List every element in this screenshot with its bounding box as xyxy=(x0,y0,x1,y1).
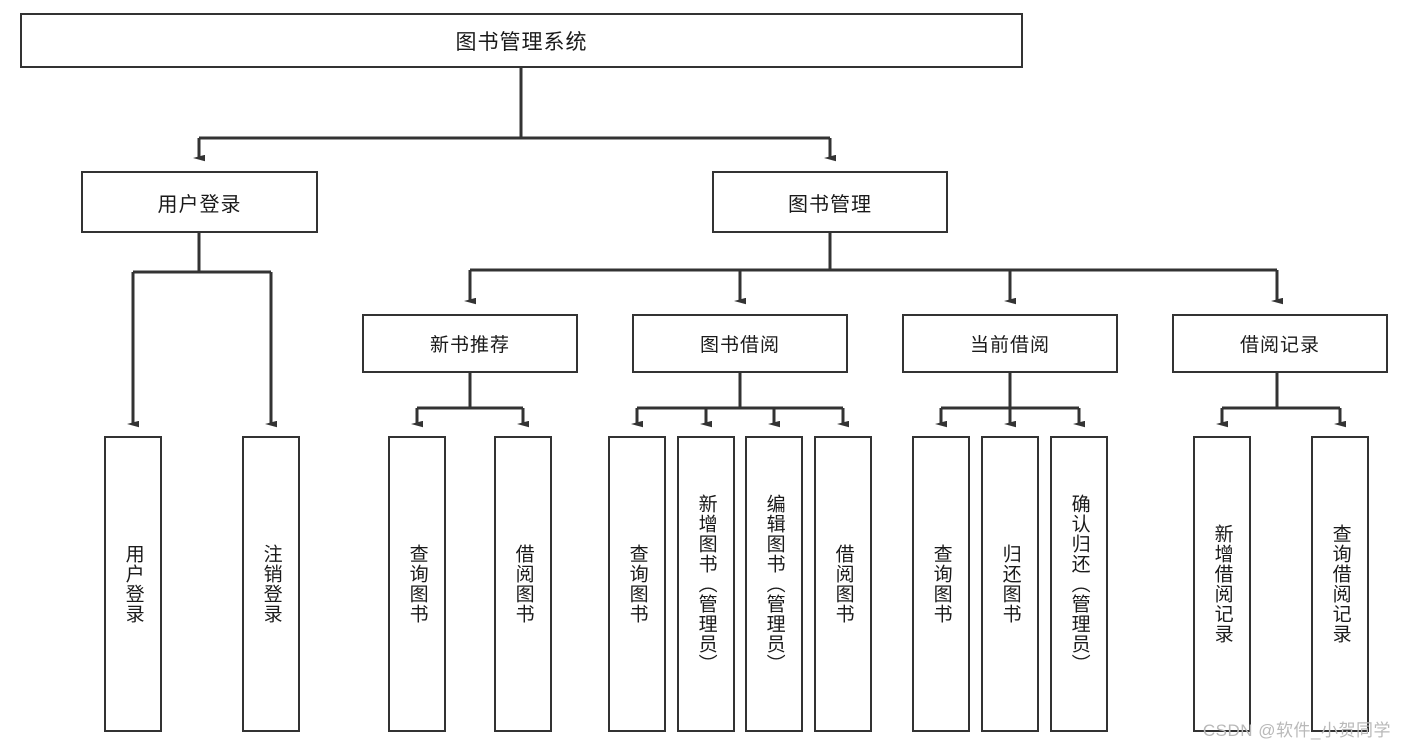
node-label: 查询图书 xyxy=(930,544,952,624)
node-root-book-management-system[interactable]: 图书管理系统 xyxy=(20,13,1023,68)
node-user-login[interactable]: 用户登录 xyxy=(81,171,318,233)
node-label: 注销登录 xyxy=(260,544,282,624)
node-new-book-recommend[interactable]: 新书推荐 xyxy=(362,314,578,373)
node-leaf-return-book[interactable]: 归还图书 xyxy=(981,436,1039,732)
node-leaf-user-login[interactable]: 用户登录 xyxy=(104,436,162,732)
node-label: 图书借阅 xyxy=(699,335,780,356)
node-label: 图书管理 xyxy=(788,193,872,216)
node-leaf-confirm-return[interactable]: 确认归还（管理员） xyxy=(1050,436,1108,732)
node-label: 图书管理系统 xyxy=(455,30,588,54)
node-label: 用户登录 xyxy=(157,193,242,216)
node-leaf-query-book-borrow[interactable]: 查询图书 xyxy=(608,436,666,732)
node-leaf-add-book[interactable]: 新增图书（管理员） xyxy=(677,436,735,732)
node-label: 借阅记录 xyxy=(1239,335,1320,356)
node-label: 借阅图书 xyxy=(832,544,854,624)
node-label: 新增图书（管理员） xyxy=(695,494,717,674)
csdn-watermark: CSDN @软件_小贺同学 xyxy=(1202,721,1391,740)
node-book-management[interactable]: 图书管理 xyxy=(712,171,948,233)
node-label: 查询图书 xyxy=(626,544,648,624)
node-leaf-borrow-book[interactable]: 借阅图书 xyxy=(814,436,872,732)
node-leaf-user-logout[interactable]: 注销登录 xyxy=(242,436,300,732)
node-label: 用户登录 xyxy=(122,544,144,624)
node-label: 借阅图书 xyxy=(512,544,534,624)
node-leaf-query-book-current[interactable]: 查询图书 xyxy=(912,436,970,732)
node-leaf-query-borrow-record[interactable]: 查询借阅记录 xyxy=(1311,436,1369,732)
node-borrow-record[interactable]: 借阅记录 xyxy=(1172,314,1388,373)
node-label: 查询借阅记录 xyxy=(1329,524,1351,644)
node-current-borrow[interactable]: 当前借阅 xyxy=(902,314,1118,373)
node-label: 编辑图书（管理员） xyxy=(763,494,785,674)
node-label: 新增借阅记录 xyxy=(1211,524,1233,644)
node-label: 新书推荐 xyxy=(429,335,510,356)
node-leaf-borrow-book-recommend[interactable]: 借阅图书 xyxy=(494,436,552,732)
node-leaf-add-borrow-record[interactable]: 新增借阅记录 xyxy=(1193,436,1251,732)
node-leaf-query-book-recommend[interactable]: 查询图书 xyxy=(388,436,446,732)
node-label: 确认归还（管理员） xyxy=(1068,494,1090,674)
node-label: 查询图书 xyxy=(406,544,428,624)
node-book-borrow[interactable]: 图书借阅 xyxy=(632,314,848,373)
node-label: 当前借阅 xyxy=(969,335,1050,356)
node-label: 归还图书 xyxy=(999,544,1021,624)
node-leaf-edit-book[interactable]: 编辑图书（管理员） xyxy=(745,436,803,732)
